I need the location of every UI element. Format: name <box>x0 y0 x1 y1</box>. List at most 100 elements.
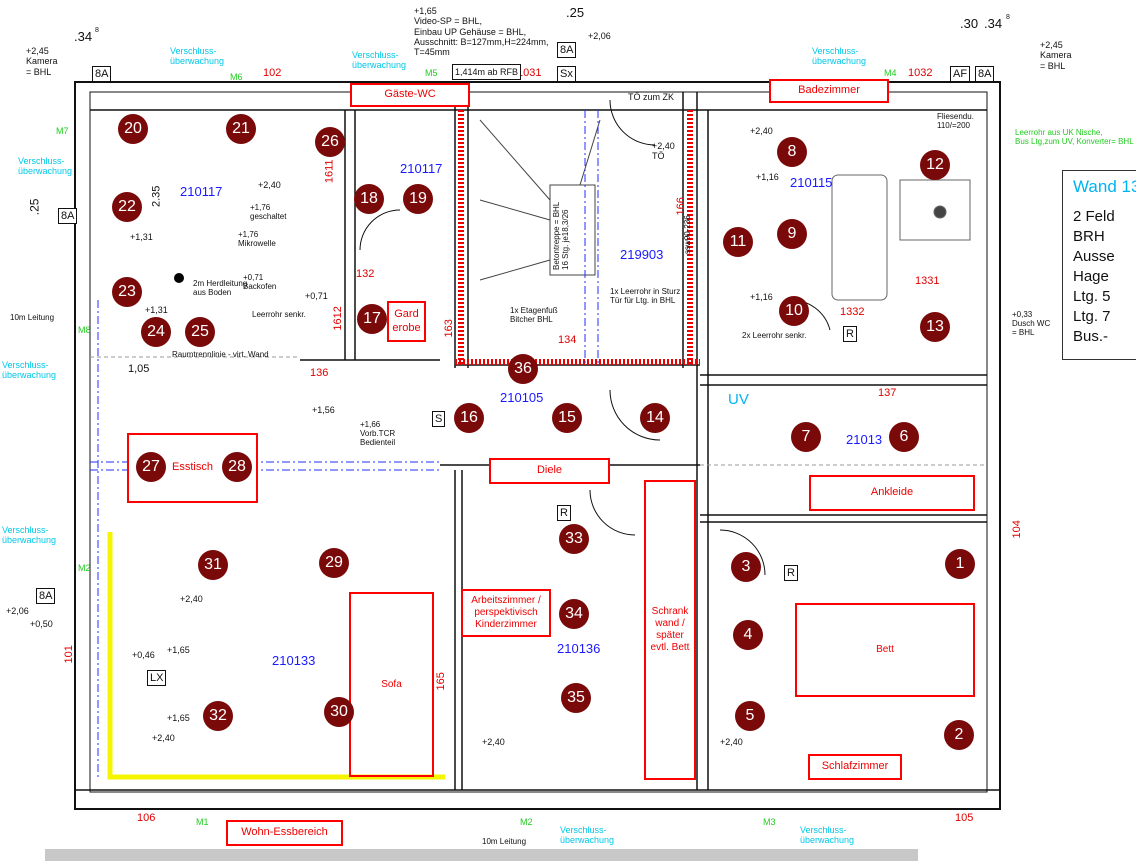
height-label: +1,31 <box>130 232 153 242</box>
room-marker: 1 <box>945 549 975 579</box>
room-marker: 9 <box>777 219 807 249</box>
dimension: 102 <box>263 67 282 79</box>
height-label: 163 <box>442 319 455 338</box>
wall-info-line: Hage <box>1073 268 1109 285</box>
dimension: 106 <box>137 812 156 824</box>
socket-symbol: 8A <box>975 66 995 82</box>
height-label: +2,40 TÖ <box>652 141 675 162</box>
backofen-annotation: +0,71 Backofen <box>243 273 277 292</box>
verschluss-label: Verschluss- überwachung <box>800 825 855 846</box>
room-label-schrank: Schrank wand / später evtl. Bett <box>644 480 696 780</box>
wall-info-line: 2 Feld <box>1073 208 1115 225</box>
room-marker: 22 <box>112 192 142 222</box>
height-label: 1612 <box>331 306 344 331</box>
camera-annotation-left: +2,45 Kamera = BHL <box>26 46 58 77</box>
room-marker: 21 <box>226 114 256 144</box>
height-label: +2,40 <box>720 737 743 747</box>
room-label-garderobe: Gard erobe <box>387 301 426 342</box>
horizontal-scrollbar[interactable] <box>45 849 918 861</box>
height-label: +0,50 <box>30 619 53 629</box>
height-label: +2,40 <box>482 737 505 747</box>
room-code: 21013 <box>846 432 883 447</box>
room-marker: 16 <box>454 403 484 433</box>
height-label: 1611 <box>323 159 336 184</box>
room-marker: 29 <box>319 548 349 578</box>
room-marker: 8 <box>777 137 807 167</box>
leitung-annotation: 10m Leitung <box>10 313 55 322</box>
room-label-bett: Bett <box>795 603 975 697</box>
socket-symbol: 8A <box>58 208 78 224</box>
leerrohr-senkr-annotation: Leerrohr senkr. <box>252 310 306 319</box>
height-label: 1332 <box>840 306 865 318</box>
dimension: .34 <box>984 16 1003 31</box>
toe-zk-annotation: TÖ zum ZK <box>628 92 675 102</box>
dimension: 2.35 <box>150 185 163 208</box>
height-label: +2,40 <box>750 126 773 136</box>
room-code: 210115 <box>790 175 833 190</box>
room-marker: 18 <box>354 184 384 214</box>
mikrowelle-annotation: +1,76 Mikrowelle <box>238 230 276 249</box>
room-label-ankleide: Ankleide <box>809 475 975 511</box>
room-marker: 28 <box>222 452 252 482</box>
height-label: +2,06 <box>6 606 29 616</box>
room-marker: 5 <box>735 701 765 731</box>
height-label: +0,71 <box>305 291 328 301</box>
motor-label: M3 <box>763 817 776 827</box>
height-label: 132 <box>356 268 375 280</box>
room-marker: 7 <box>791 422 821 452</box>
room-label-sofa: Sofa <box>349 592 434 777</box>
room-marker: 26 <box>315 127 345 157</box>
verschluss-label: Verschluss- überwachung <box>560 825 615 846</box>
wall-info-line: Bus.- <box>1073 328 1109 345</box>
af-symbol: AF <box>950 66 971 82</box>
dimension: 8 <box>95 27 99 34</box>
motor-label: M2 <box>78 563 91 573</box>
dimension: .25 <box>27 198 42 216</box>
room-marker: 36 <box>508 354 538 384</box>
sturz-annotation: 1x Leerrohr in Sturz Tür für Ltg. in BHL <box>610 287 681 306</box>
verschluss-label: Verschluss- überwachung <box>2 360 57 381</box>
room-marker: 12 <box>920 150 950 180</box>
fliesendu-annotation: Fliesendu. 110/=200 <box>937 112 974 131</box>
r-symbol: R <box>784 565 798 581</box>
room-label-schlafzimmer: Schlafzimmer <box>808 754 902 780</box>
wall-info-line: BRH <box>1073 228 1105 245</box>
height-label: 134 <box>558 334 577 346</box>
room-marker: 34 <box>559 599 589 629</box>
height-label: +2,40 <box>152 733 175 743</box>
motor-label: M7 <box>56 126 69 136</box>
room-marker: 27 <box>136 452 166 482</box>
height-label: +1,65 <box>167 645 190 655</box>
verschluss-label: Verschluss- überwachung <box>170 46 225 67</box>
rfb-annotation: 1,414m ab RFB <box>452 64 522 80</box>
inner-walls <box>75 92 1000 791</box>
etagen-annotation: 1x Etagenfuß Bitcher BHL <box>510 306 558 325</box>
room-marker: 14 <box>640 403 670 433</box>
room-code-uv: UV <box>728 391 749 408</box>
leerrohr-2x-annotation: 2x Leerrohr senkr. <box>742 331 807 340</box>
height-label: 165 <box>434 672 447 691</box>
verschluss-label: Verschluss- überwachung <box>18 156 73 177</box>
dimension: 1032 <box>908 67 933 79</box>
room-marker: 6 <box>889 422 919 452</box>
socket-symbol: 8A <box>92 66 112 82</box>
dimension: 1031 <box>517 67 542 79</box>
yellow-highlight <box>107 532 445 780</box>
wall-info-line: Ltg. 7 <box>1073 308 1111 325</box>
socket-symbol: 8A <box>557 42 577 58</box>
doors <box>359 99 831 576</box>
room-marker: 3 <box>731 552 761 582</box>
room-marker: 30 <box>324 697 354 727</box>
height-label: +2,40 <box>180 594 203 604</box>
verschluss-label: Verschluss- überwachung <box>812 46 867 67</box>
room-marker: 19 <box>403 184 433 214</box>
room-code: 210133 <box>272 653 316 668</box>
tcr-annotation: +1,66 Vorb.TCR Bedienteil <box>360 420 396 448</box>
room-marker: 13 <box>920 312 950 342</box>
room-label-badezimmer: Badezimmer <box>769 79 889 103</box>
herd-point <box>174 273 184 283</box>
verschluss-label: Verschluss- überwachung <box>2 525 57 546</box>
room-marker: 25 <box>185 317 215 347</box>
sx-symbol: Sx <box>557 66 576 82</box>
